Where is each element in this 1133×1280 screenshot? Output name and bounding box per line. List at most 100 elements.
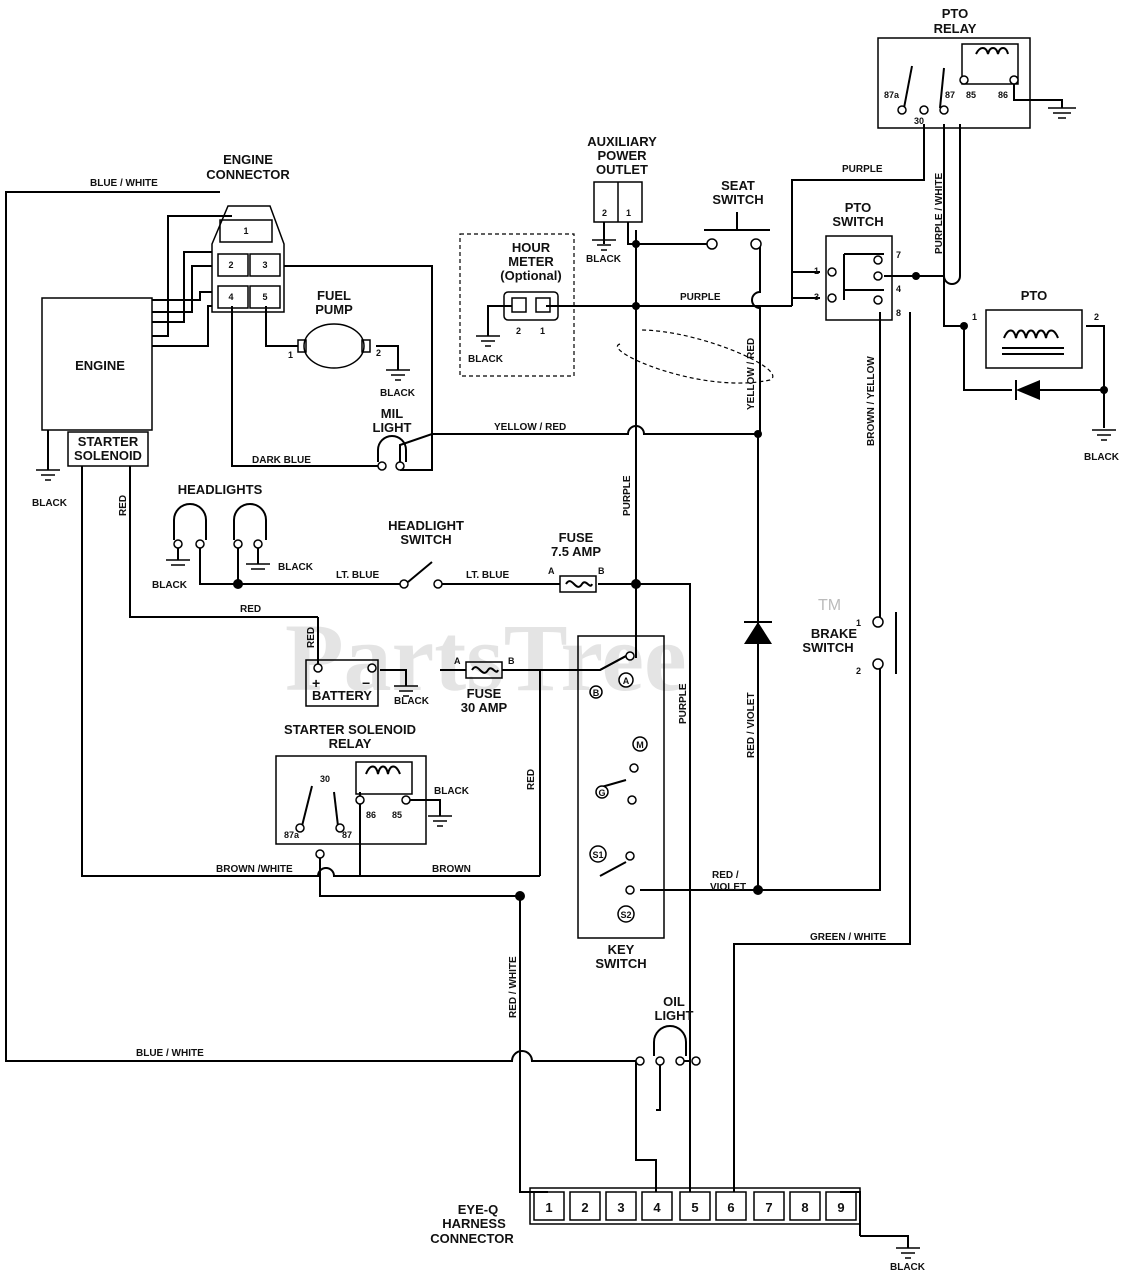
wire-label-lt-blue: LT. BLUE (336, 570, 379, 581)
wire-label-red: RED (526, 769, 537, 790)
wire-label-purple: PURPLE (842, 164, 883, 175)
svg-text:RELAY: RELAY (329, 736, 372, 751)
svg-text:PTO: PTO (1021, 288, 1048, 303)
wire-label-black: BLACK (380, 388, 416, 399)
engine-connector: ENGINE CONNECTOR 1 2 3 4 5 (206, 152, 290, 313)
svg-text:1: 1 (545, 1200, 552, 1215)
ground-hour-meter (476, 335, 500, 347)
watermark-tm: TM (818, 597, 841, 614)
svg-text:ENGINE: ENGINE (223, 152, 273, 167)
svg-text:8: 8 (896, 308, 901, 318)
svg-text:7: 7 (896, 250, 901, 260)
svg-text:3: 3 (617, 1200, 624, 1215)
wire-label-red-white: RED / WHITE (508, 956, 519, 1018)
svg-text:8: 8 (801, 1200, 808, 1215)
svg-text:6: 6 (727, 1200, 734, 1215)
svg-text:POWER: POWER (597, 148, 647, 163)
svg-text:BATTERY: BATTERY (312, 688, 372, 703)
svg-text:9: 9 (837, 1200, 844, 1215)
svg-text:FUSE: FUSE (467, 686, 502, 701)
svg-text:S2: S2 (620, 910, 631, 920)
svg-text:G: G (598, 788, 605, 798)
svg-text:ENGINE: ENGINE (75, 358, 125, 373)
svg-text:B: B (508, 656, 515, 666)
mil-light: MIL LIGHT (373, 406, 412, 471)
wire-label-brown-yellow: BROWN / YELLOW (866, 356, 877, 446)
svg-text:5: 5 (691, 1200, 698, 1215)
wire-labels: BLUE / WHITE BLUE / WHITE PURPLE PURPLE … (32, 164, 1120, 1273)
eye-q-harness-connector: EYE-Q HARNESS CONNECTOR 1 2 3 4 5 6 7 8 … (430, 1187, 861, 1246)
svg-text:3: 3 (814, 292, 819, 302)
svg-text:B: B (593, 688, 600, 698)
svg-text:HEADLIGHTS: HEADLIGHTS (178, 482, 263, 497)
pto-switch: PTO SWITCH 1 3 7 4 8 (814, 200, 901, 321)
ground-battery (394, 685, 418, 697)
svg-text:EYE-Q: EYE-Q (458, 1202, 498, 1217)
svg-text:OIL: OIL (663, 994, 685, 1009)
battery: + − BATTERY (305, 659, 379, 707)
svg-text:B: B (598, 566, 605, 576)
svg-text:1: 1 (540, 326, 545, 336)
svg-text:1: 1 (814, 266, 819, 276)
wire-label-yellow-red: YELLOW / RED (494, 422, 566, 433)
wire-label-brown: BROWN (432, 864, 471, 875)
engine: ENGINE STARTER SOLENOID (41, 297, 153, 467)
svg-text:30: 30 (320, 774, 330, 784)
pto-relay: PTO RELAY 87a 30 87 85 86 (877, 6, 1031, 129)
headlights: HEADLIGHTS (166, 482, 270, 570)
svg-text:SWITCH: SWITCH (802, 640, 853, 655)
svg-text:2: 2 (376, 348, 381, 358)
ground-starter-relay (428, 815, 452, 827)
svg-text:LIGHT: LIGHT (655, 1008, 694, 1023)
wire-label-red: RED (306, 627, 317, 648)
fuse-7-5-amp: FUSE 7.5 AMP A B (548, 530, 605, 593)
svg-text:RELAY: RELAY (934, 21, 977, 36)
ground-fuel-pump (386, 369, 410, 381)
wire-label-red: RED (118, 495, 129, 516)
aux-power-outlet: AUXILIARY POWER OUTLET 2 1 (587, 134, 657, 223)
wire-label-black: BLACK (434, 786, 470, 797)
svg-text:1: 1 (626, 208, 631, 218)
svg-text:M: M (636, 740, 644, 750)
brake-switch: BRAKE SWITCH 1 2 (802, 612, 897, 676)
wire-label-red: RED (240, 604, 261, 615)
svg-text:LIGHT: LIGHT (373, 420, 412, 435)
seat-switch: SEAT SWITCH (704, 178, 770, 250)
hour-meter: HOUR METER (Optional) 2 1 (459, 233, 575, 377)
svg-text:4: 4 (896, 284, 901, 294)
svg-text:4: 4 (653, 1200, 661, 1215)
wire-label-black: BLACK (32, 498, 68, 509)
svg-text:CONNECTOR: CONNECTOR (206, 167, 290, 182)
wire-label-black: BLACK (468, 354, 504, 365)
svg-text:METER: METER (508, 254, 554, 269)
svg-text:+: + (312, 675, 320, 691)
junctions (233, 240, 1108, 901)
wire-label-black: BLACK (1084, 452, 1120, 463)
svg-text:1: 1 (856, 618, 861, 628)
svg-text:SEAT: SEAT (721, 178, 755, 193)
svg-text:7: 7 (765, 1200, 772, 1215)
svg-text:HEADLIGHT: HEADLIGHT (388, 518, 464, 533)
svg-text:86: 86 (998, 90, 1008, 100)
svg-text:A: A (454, 656, 461, 666)
wire-label-brown-white: BROWN /WHITE (216, 864, 293, 875)
svg-text:2: 2 (581, 1200, 588, 1215)
svg-text:87a: 87a (284, 830, 300, 840)
oil-light: OIL LIGHT (635, 994, 701, 1066)
svg-text:7.5 AMP: 7.5 AMP (551, 544, 601, 559)
svg-text:FUSE: FUSE (559, 530, 594, 545)
svg-text:2: 2 (602, 208, 607, 218)
svg-text:SWITCH: SWITCH (400, 532, 451, 547)
svg-text:(Optional): (Optional) (500, 268, 561, 283)
svg-text:30: 30 (914, 116, 924, 126)
svg-text:87: 87 (945, 90, 955, 100)
wire-label-purple-white: PURPLE / WHITE (934, 173, 945, 254)
svg-text:A: A (548, 566, 555, 576)
fuse-30-amp: A B FUSE 30 AMP (454, 656, 515, 715)
wire-label-purple: PURPLE (622, 475, 633, 516)
svg-text:1: 1 (288, 350, 293, 360)
wire-label-yellow-red: YELLOW / RED (746, 338, 757, 410)
svg-text:4: 4 (228, 292, 233, 302)
svg-text:SWITCH: SWITCH (595, 956, 646, 971)
svg-text:3: 3 (262, 260, 267, 270)
